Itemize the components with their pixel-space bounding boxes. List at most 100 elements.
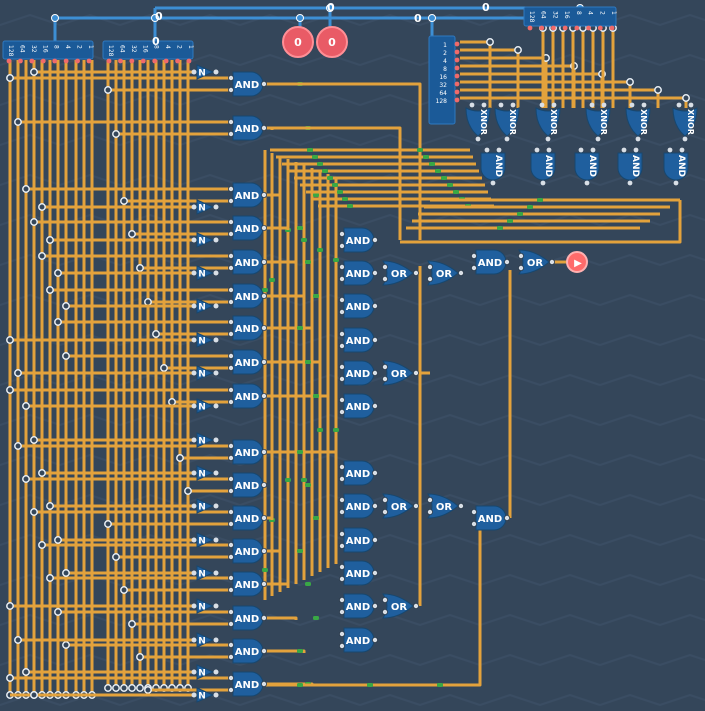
bit-pin[interactable] (454, 49, 460, 55)
gate-pin[interactable] (227, 487, 234, 494)
gate-pin[interactable] (213, 237, 219, 243)
and-gate[interactable]: AND (232, 215, 264, 241)
gate-pin[interactable] (595, 136, 601, 142)
gate-pin[interactable] (260, 448, 267, 455)
gate-pin[interactable] (371, 570, 378, 577)
not-gate[interactable]: N (191, 598, 219, 614)
bit-pin[interactable] (586, 25, 591, 31)
not-gate[interactable]: N (191, 298, 219, 314)
gate-pin[interactable] (635, 136, 641, 142)
gate-pin[interactable] (667, 147, 673, 153)
and-gate[interactable]: AND (343, 327, 375, 353)
bit-pin[interactable] (454, 97, 460, 103)
not-gate[interactable]: N (191, 432, 219, 448)
gate-pin[interactable] (227, 75, 234, 82)
and-gate[interactable]: AND (343, 493, 375, 519)
gate-pin[interactable] (338, 230, 345, 237)
not-gate[interactable]: N (191, 687, 219, 703)
gate-pin[interactable] (227, 654, 234, 661)
bit-pin[interactable] (539, 25, 545, 31)
gate-pin[interactable] (191, 692, 197, 698)
gate-pin[interactable] (338, 564, 345, 571)
gate-pin[interactable] (260, 615, 267, 622)
gate-pin[interactable] (260, 292, 267, 299)
gate-pin[interactable] (412, 502, 419, 509)
gate-pin[interactable] (227, 642, 234, 649)
bit-pin[interactable] (163, 58, 169, 64)
and-gate[interactable]: AND (232, 315, 264, 341)
and-gate[interactable]: AND (232, 605, 264, 631)
not-gate[interactable]: N (191, 498, 219, 514)
gate-pin[interactable] (227, 286, 234, 293)
gate-pin[interactable] (381, 496, 388, 503)
gate-pin[interactable] (227, 218, 234, 225)
and-gate[interactable]: AND (475, 249, 507, 275)
gate-pin[interactable] (227, 364, 234, 371)
gate-pin[interactable] (227, 454, 234, 461)
gate-pin[interactable] (338, 375, 345, 382)
not-gate[interactable]: N (191, 532, 219, 548)
gate-pin[interactable] (673, 180, 679, 186)
bit-pin[interactable] (86, 58, 92, 64)
gate-pin[interactable] (338, 408, 345, 415)
gate-pin[interactable] (191, 237, 197, 243)
gate-pin[interactable] (545, 136, 551, 142)
not-gate[interactable]: N (191, 232, 219, 248)
gate-pin[interactable] (191, 470, 197, 476)
and-gate[interactable]: AND (343, 560, 375, 586)
gate-pin[interactable] (213, 537, 219, 543)
bit-pin[interactable] (29, 58, 35, 64)
gate-pin[interactable] (496, 147, 502, 153)
and-gate[interactable]: AND (663, 147, 689, 186)
gate-pin[interactable] (260, 224, 267, 231)
gate-pin[interactable] (601, 102, 607, 108)
gate-pin[interactable] (213, 603, 219, 609)
and-gate[interactable]: AND (232, 349, 264, 375)
xnor-gate[interactable]: XNOR (465, 102, 491, 142)
gate-pin[interactable] (498, 102, 504, 108)
gate-pin[interactable] (191, 570, 197, 576)
and-gate[interactable]: AND (232, 249, 264, 275)
gate-pin[interactable] (381, 597, 388, 604)
not-gate[interactable]: N (191, 265, 219, 281)
gate-pin[interactable] (227, 687, 234, 694)
gate-pin[interactable] (227, 230, 234, 237)
bit-pin[interactable] (106, 58, 112, 64)
gate-pin[interactable] (213, 570, 219, 576)
gate-pin[interactable] (227, 264, 234, 271)
gate-pin[interactable] (213, 503, 219, 509)
gate-pin[interactable] (191, 69, 197, 75)
gate-pin[interactable] (191, 303, 197, 309)
gate-pin[interactable] (633, 147, 639, 153)
gate-pin[interactable] (227, 575, 234, 582)
and-gate[interactable]: AND (343, 593, 375, 619)
output-pin[interactable]: ▶ (566, 251, 588, 273)
gate-pin[interactable] (227, 386, 234, 393)
gate-pin[interactable] (381, 363, 388, 370)
gate-pin[interactable] (629, 102, 635, 108)
gate-pin[interactable] (260, 681, 267, 688)
and-gate[interactable]: AND (232, 383, 264, 409)
not-gate[interactable]: N (191, 632, 219, 648)
bit-pin[interactable] (63, 58, 69, 64)
bit-pin[interactable] (454, 57, 460, 63)
gate-pin[interactable] (260, 191, 267, 198)
gate-pin[interactable] (213, 403, 219, 409)
gate-pin[interactable] (213, 337, 219, 343)
gate-pin[interactable] (338, 597, 345, 604)
gate-pin[interactable] (227, 554, 234, 561)
gate-pin[interactable] (426, 496, 433, 503)
gate-pin[interactable] (191, 337, 197, 343)
gate-pin[interactable] (534, 147, 540, 153)
gate-pin[interactable] (338, 475, 345, 482)
gate-pin[interactable] (260, 648, 267, 655)
and-gate[interactable]: AND (343, 460, 375, 486)
xnor-gate[interactable]: XNOR (585, 102, 611, 142)
gate-pin[interactable] (213, 370, 219, 376)
bit-pin[interactable] (118, 58, 123, 64)
not-gate[interactable]: N (191, 64, 219, 80)
gate-pin[interactable] (371, 603, 378, 610)
and-gate[interactable]: AND (343, 527, 375, 553)
